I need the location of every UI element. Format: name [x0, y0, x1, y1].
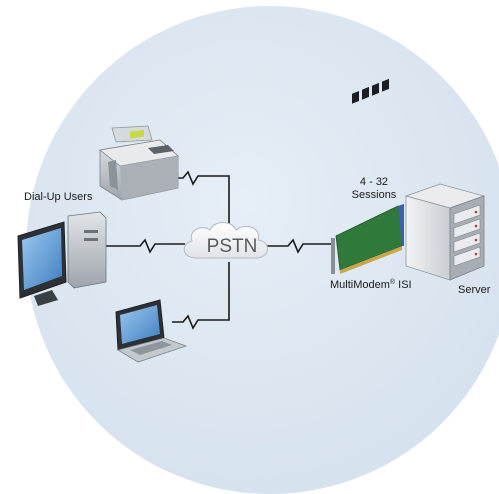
- fax-machine-icon: [99, 125, 179, 201]
- desktop-line: [106, 238, 185, 254]
- dial-up-users-label: Dial-Up Users: [24, 191, 93, 203]
- server-icon: [404, 183, 486, 281]
- fax-line: [168, 170, 230, 232]
- desktop-computer-icon: [17, 211, 107, 306]
- pstn-label: PSTN: [206, 236, 258, 257]
- laptop-icon: [115, 299, 188, 363]
- multimodem-name: MultiModem: [330, 279, 390, 291]
- server-label: Server: [458, 284, 491, 296]
- laptop-line: [172, 262, 230, 330]
- multimodem-model: ISI: [395, 279, 412, 291]
- sessions-range-label: 4 - 32: [359, 176, 389, 188]
- modem-card-icon: [331, 78, 404, 274]
- modem-line: [262, 238, 333, 254]
- sessions-label: Sessions: [351, 189, 397, 201]
- registered-mark: ®: [389, 279, 396, 286]
- connection-lines: [106, 170, 333, 330]
- pstn-cloud-icon: [183, 222, 268, 259]
- multimodem-label: MultiModem® ISI: [330, 279, 412, 291]
